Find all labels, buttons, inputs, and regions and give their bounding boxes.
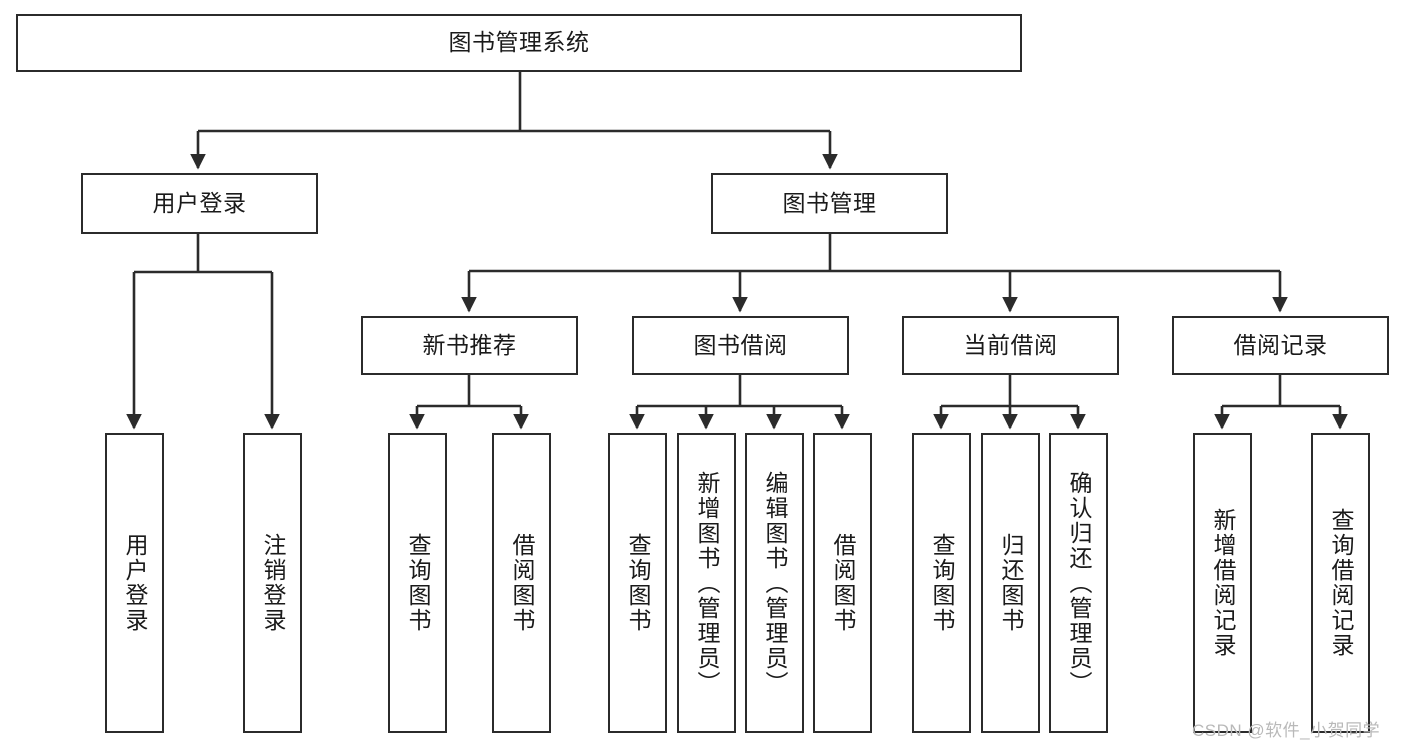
leaf-lend-books[interactable]: 借阅图书 bbox=[813, 433, 872, 733]
leaf-user-login[interactable]: 用户登录 bbox=[105, 433, 164, 733]
node-label: 查询图书 bbox=[625, 533, 652, 633]
node-label: 新增图书（管理员） bbox=[694, 470, 721, 696]
node-label: 图书管理 bbox=[782, 189, 877, 216]
leaf-query-books-recommend[interactable]: 查询图书 bbox=[388, 433, 447, 733]
node-book-management[interactable]: 图书管理 bbox=[711, 173, 948, 234]
node-label: 查询借阅记录 bbox=[1328, 508, 1355, 658]
node-user-login[interactable]: 用户登录 bbox=[81, 173, 318, 234]
leaf-borrow-books-recommend[interactable]: 借阅图书 bbox=[492, 433, 551, 733]
node-label: 确认归还（管理员） bbox=[1066, 470, 1093, 696]
node-label: 借阅记录 bbox=[1233, 331, 1328, 358]
node-label: 用户登录 bbox=[122, 533, 149, 633]
node-label: 查询图书 bbox=[405, 533, 432, 633]
leaf-confirm-return-admin[interactable]: 确认归还（管理员） bbox=[1049, 433, 1108, 733]
leaf-return-books[interactable]: 归还图书 bbox=[981, 433, 1040, 733]
leaf-query-borrow-record[interactable]: 查询借阅记录 bbox=[1311, 433, 1370, 733]
node-label: 查询图书 bbox=[929, 533, 956, 633]
node-label: 注销登录 bbox=[260, 533, 287, 633]
node-label: 新增借阅记录 bbox=[1210, 508, 1237, 658]
leaf-edit-book-admin[interactable]: 编辑图书（管理员） bbox=[745, 433, 804, 733]
node-label: 当前借阅 bbox=[963, 331, 1058, 358]
node-label: 新书推荐 bbox=[422, 331, 517, 358]
node-label: 用户登录 bbox=[152, 189, 247, 216]
node-current-borrowing[interactable]: 当前借阅 bbox=[902, 316, 1119, 375]
csdn-watermark: CSDN @软件_小贺同学 bbox=[1192, 721, 1381, 740]
leaf-query-books-borrow[interactable]: 查询图书 bbox=[608, 433, 667, 733]
node-borrowing-record[interactable]: 借阅记录 bbox=[1172, 316, 1389, 375]
node-root-book-management-system[interactable]: 图书管理系统 bbox=[16, 14, 1022, 72]
node-new-book-recommendation[interactable]: 新书推荐 bbox=[361, 316, 578, 375]
leaf-add-borrow-record[interactable]: 新增借阅记录 bbox=[1193, 433, 1252, 733]
node-label: 编辑图书（管理员） bbox=[762, 470, 789, 696]
leaf-logout[interactable]: 注销登录 bbox=[243, 433, 302, 733]
leaf-query-books-current[interactable]: 查询图书 bbox=[912, 433, 971, 733]
node-label: 图书管理系统 bbox=[448, 29, 590, 56]
node-label: 图书借阅 bbox=[693, 331, 788, 358]
node-label: 归还图书 bbox=[998, 533, 1025, 633]
node-label: 借阅图书 bbox=[509, 533, 536, 633]
leaf-add-book-admin[interactable]: 新增图书（管理员） bbox=[677, 433, 736, 733]
node-label: 借阅图书 bbox=[830, 533, 857, 633]
node-book-borrowing[interactable]: 图书借阅 bbox=[632, 316, 849, 375]
